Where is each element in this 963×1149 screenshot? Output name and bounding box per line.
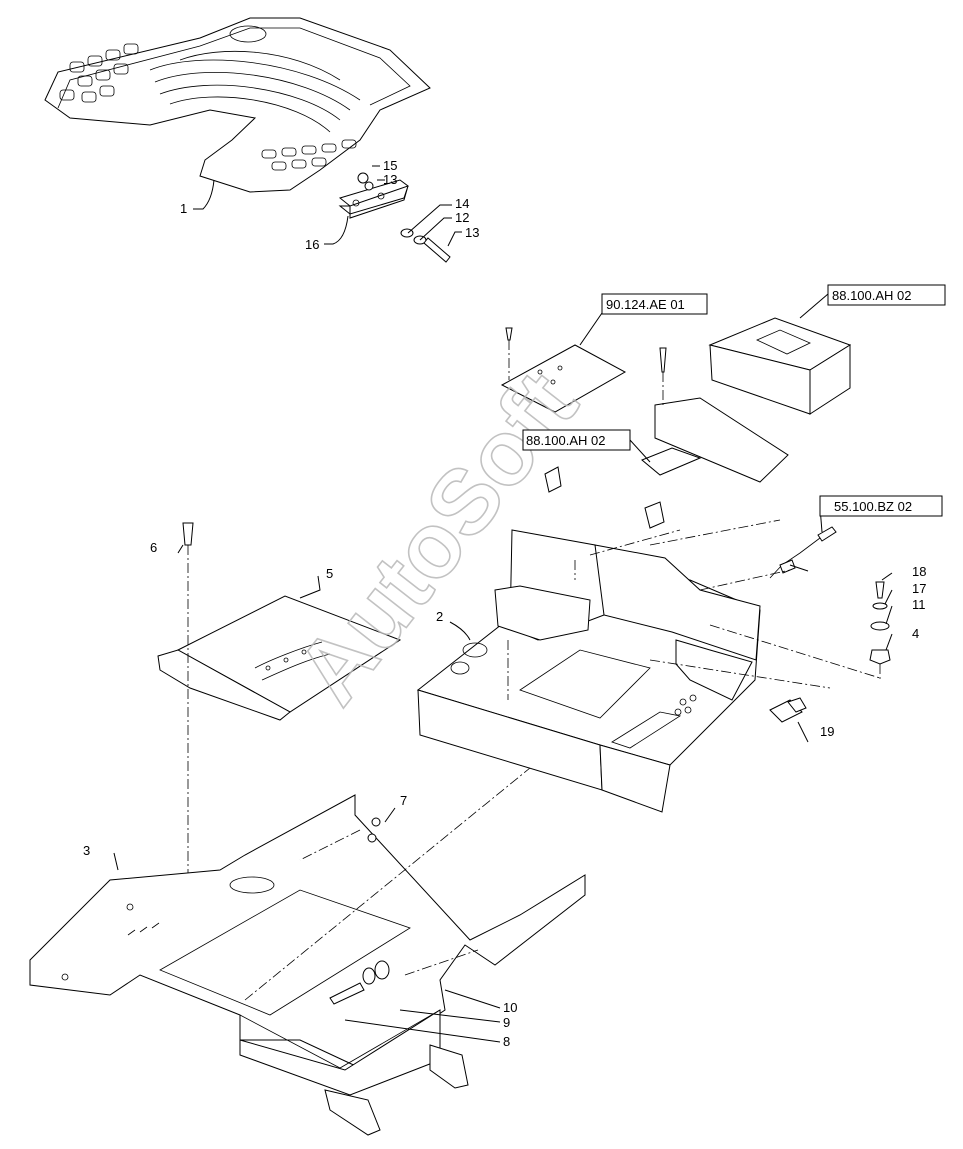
part-numbers: 1 2 3 4 5 6 7 8 9 10 11 12 13 13 14 15 1…	[83, 158, 926, 1049]
reference-90124-label: 90.124.AE 01	[606, 297, 685, 312]
reference-box-88100-mid[interactable]: 88.100.AH 02	[522, 429, 631, 451]
part-label-4: 4	[912, 626, 919, 641]
floor-mat	[44, 17, 431, 193]
plate-90124	[500, 327, 627, 413]
cover-plate	[157, 595, 402, 721]
part-label-18: 18	[912, 564, 926, 579]
part-label-5: 5	[326, 566, 333, 581]
part-label-11: 11	[912, 597, 926, 612]
part-label-13-lower: 13	[465, 225, 479, 240]
reference-box-88100-top[interactable]: 88.100.AH 02	[827, 284, 946, 306]
leader-lines	[113, 165, 893, 1043]
reference-55100-label: 55.100.BZ 02	[834, 499, 912, 514]
part-label-19: 19	[820, 724, 834, 739]
part-label-14: 14	[455, 196, 469, 211]
wire-harness	[769, 526, 837, 579]
fastener-stack-frame	[329, 817, 390, 1005]
reference-88100-mid-label: 88.100.AH 02	[526, 433, 606, 448]
part-label-13-upper: 13	[383, 172, 397, 187]
part-label-6: 6	[150, 540, 157, 555]
fastener-stack-mat	[357, 172, 451, 263]
part-label-7: 7	[400, 793, 407, 808]
part-label-3: 3	[83, 843, 90, 858]
mounting-bracket	[544, 347, 789, 529]
mat-retainer-bracket	[338, 179, 410, 219]
assembly-lines	[244, 519, 881, 1001]
part-label-2: 2	[436, 609, 443, 624]
part-label-15: 15	[383, 158, 397, 173]
part-label-9: 9	[503, 1015, 510, 1030]
part-label-17: 17	[912, 581, 926, 596]
part-label-12: 12	[455, 210, 469, 225]
base-frame	[29, 794, 586, 1136]
reference-box-90124[interactable]: 90.124.AE 01	[601, 293, 708, 315]
control-box	[708, 317, 852, 415]
part-label-1: 1	[180, 201, 187, 216]
switch-19	[769, 697, 807, 723]
console-housing	[416, 529, 761, 813]
reference-box-55100[interactable]: 55.100.BZ 02	[819, 495, 943, 517]
part-label-10: 10	[503, 1000, 517, 1015]
part-label-16: 16	[305, 237, 319, 252]
reference-88100-top-label: 88.100.AH 02	[832, 288, 912, 303]
fastener-stack-right	[869, 581, 891, 680]
part-label-8: 8	[503, 1034, 510, 1049]
